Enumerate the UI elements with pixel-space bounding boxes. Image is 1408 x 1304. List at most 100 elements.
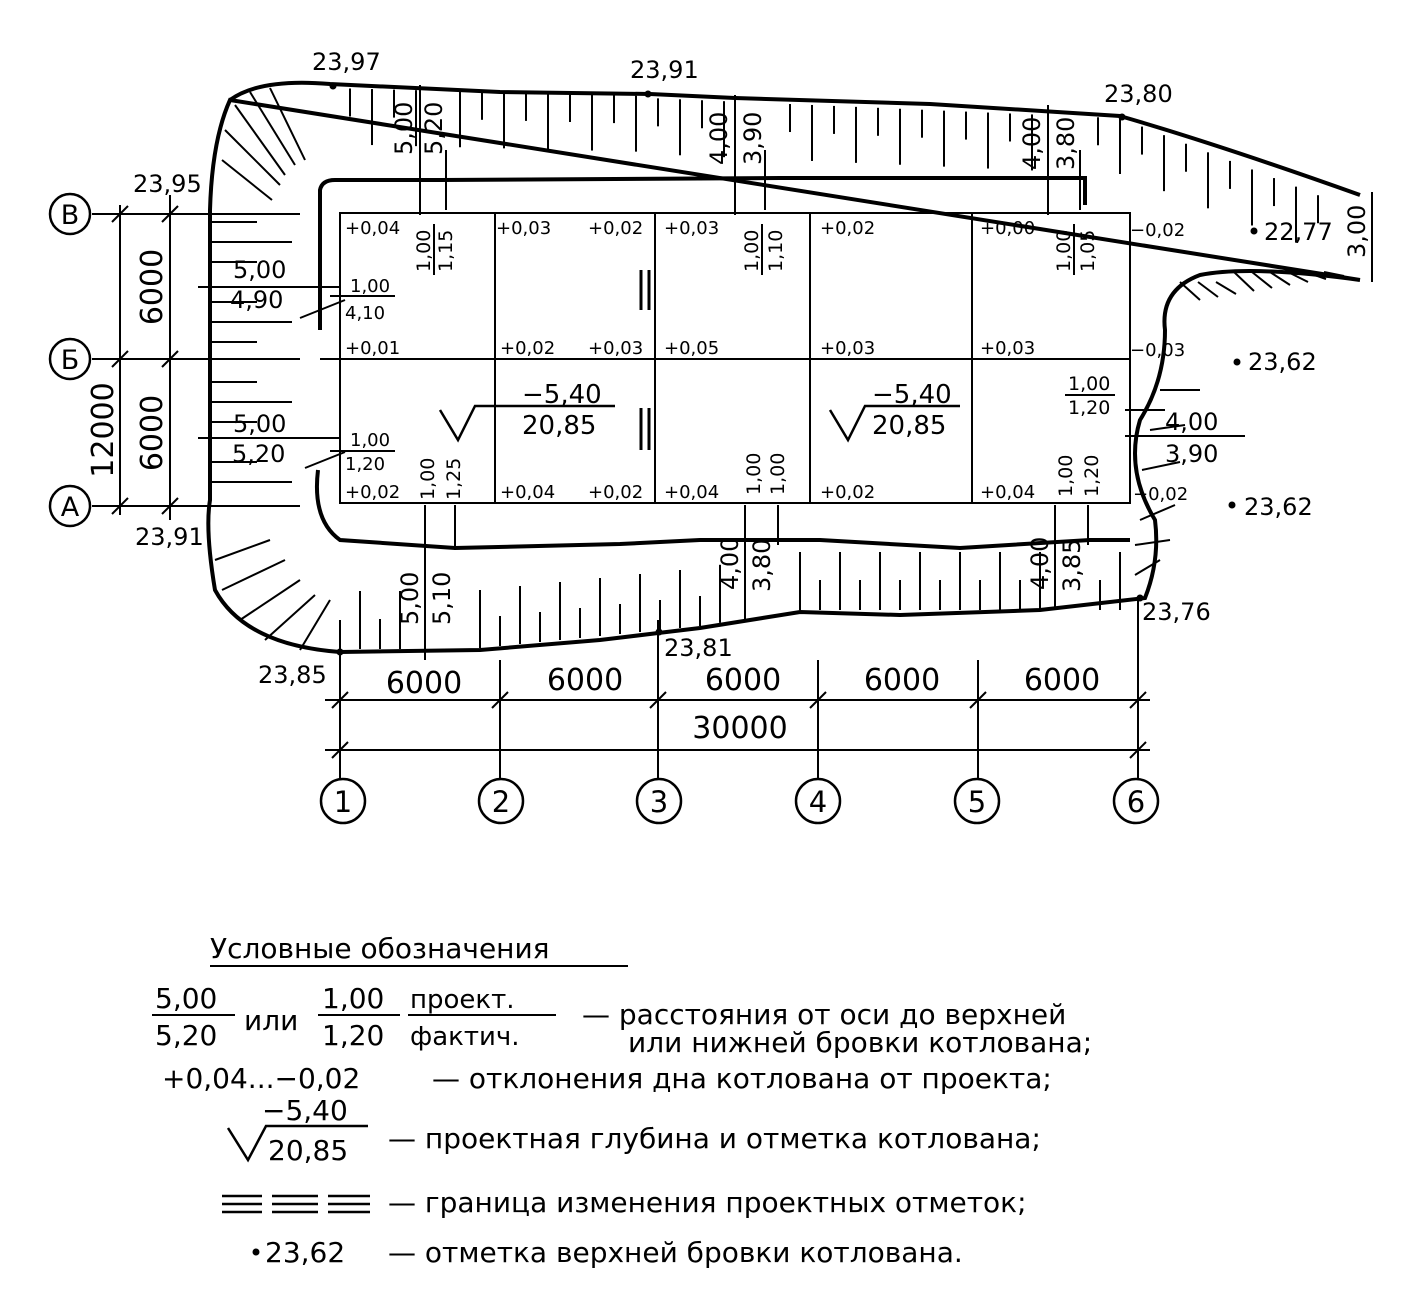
dev-a-4: +0,04 (664, 482, 719, 503)
slope-hatch-line (264, 594, 316, 641)
slope-hatch-line (1139, 504, 1176, 521)
dist-bottom-1-actual: 5,10 (428, 572, 456, 625)
slope-hatch-line (1287, 271, 1309, 283)
lower-brow-contour (315, 176, 1130, 551)
elev-23-91-left: 23,91 (135, 523, 204, 551)
dev-v-7: −0,02 (1130, 220, 1185, 241)
slope-hatch-line (249, 91, 296, 166)
right-distance-labels: 1,00 1,20 4,00 3,90 (1068, 373, 1218, 468)
dim-bottom-span-1: 6000 (386, 666, 462, 701)
vt1-design: 1,00 (413, 230, 435, 272)
bottom-distance-labels: 1,00 1,25 1,00 1,00 1,00 1,20 5,00 5,10 … (396, 453, 1103, 625)
legend-elev-sym: 23,62 (265, 1236, 345, 1269)
dev-v-4: +0,03 (664, 218, 719, 239)
column-dimension-labels: 6000 6000 6000 6000 6000 30000 (386, 663, 1100, 746)
top-distance-labels: 5,00 5,20 4,00 3,90 4,00 3,80 3,00 (390, 102, 1371, 258)
dev-b-6: +0,03 (980, 338, 1035, 359)
dist-top-2-design: 4,00 (705, 112, 733, 165)
dim-bottom-span-2: 6000 (547, 663, 623, 698)
column-axis-bubbles: 1 2 3 4 5 6 (319, 777, 1160, 825)
dim-left-6000-lower: 6000 (135, 395, 170, 471)
row-axis-v-label: В (61, 200, 80, 231)
top-distance-dims (419, 85, 1373, 282)
dev-a-6: +0,04 (980, 482, 1035, 503)
dev-b-4: +0,05 (664, 338, 719, 359)
dim-bottom-span-4: 6000 (864, 663, 940, 698)
dist-left-a-lower-design: 1,00 (350, 430, 390, 451)
legend-boundary-sym (222, 1194, 370, 1214)
legend-or: или (244, 1004, 298, 1037)
legend-row2-desc: — отклонения дна котлована от проекта; (432, 1062, 1052, 1095)
dist-right-outer-design: 4,00 (1165, 408, 1218, 436)
vb1-design: 1,00 (417, 458, 439, 500)
elev-23-81: 23,81 (664, 634, 733, 662)
row-axis-bubbles: В Б А (48, 192, 92, 528)
legend-frac1-num: 5,00 (155, 982, 217, 1015)
slope-hatch-line (1269, 271, 1291, 286)
elev-23-95: 23,95 (133, 170, 202, 198)
dim-left-6000-upper: 6000 (135, 249, 170, 325)
vb2-design: 1,00 (743, 453, 765, 495)
dist-top-2-actual: 3,90 (739, 112, 767, 165)
slope-hatch-line (224, 129, 281, 186)
left-distance-labels: 5,00 4,90 1,00 4,10 5,00 5,20 1,00 1,20 (230, 256, 390, 475)
dim-bottom-span-5: 6000 (1024, 663, 1100, 698)
dist-right-top: 3,00 (1343, 205, 1371, 258)
slope-hatching (212, 87, 1345, 651)
vb1-actual: 1,25 (443, 458, 465, 500)
dev-b-3: +0,03 (588, 338, 643, 359)
dev-a-2: +0,04 (500, 482, 555, 503)
slope-hatch-line (1323, 271, 1345, 277)
dist-bottom-2-design: 4,00 (716, 537, 744, 590)
dist-top-3-actual: 3,80 (1052, 117, 1080, 170)
col-axis-1-label: 1 (334, 785, 352, 819)
depth-mark-left-elev: 20,85 (522, 411, 596, 441)
vt2-design: 1,00 (741, 230, 763, 272)
legend-frac2-num: 1,00 (322, 982, 384, 1015)
dim-left-total: 12000 (86, 382, 121, 477)
slope-hatch-line (299, 599, 331, 651)
dev-v-2: +0,03 (496, 218, 551, 239)
vt3-actual: 1,05 (1077, 230, 1099, 272)
dist-left-a-upper-actual: 5,20 (232, 440, 285, 468)
vertical-fractions-top: 1,00 1,15 1,00 1,10 1,00 1,05 (413, 230, 1099, 272)
slope-hatch-line (221, 159, 273, 201)
dev-a-7: −0,02 (1133, 484, 1188, 505)
legend-row1-desc2: или нижней бровки котлована; (628, 1026, 1092, 1059)
slope-hatch-line (239, 579, 301, 621)
bottom-deviations: +0,04 +0,03 +0,02 +0,03 +0,02 +0,00 −0,0… (345, 218, 1188, 505)
top-brow-elevations: 23,97 23,91 23,80 23,95 22,77 23,62 23,6… (133, 48, 1333, 689)
legend-row3-desc: — проектная глубина и отметка котлована; (388, 1122, 1041, 1155)
dev-v-5: +0,02 (820, 218, 875, 239)
legend: Условные обозначения 5,00 5,20 или 1,00 … (152, 932, 1092, 1269)
slope-hatch-line (221, 559, 286, 591)
dist-left-v-upper-actual: 4,90 (230, 286, 283, 314)
row-axis-b-label: Б (61, 345, 80, 376)
dev-a-5: +0,02 (820, 482, 875, 503)
col-axis-2-label: 2 (492, 785, 510, 819)
dist-left-v-lower-actual: 4,10 (345, 303, 385, 324)
legend-title: Условные обозначения (210, 932, 550, 965)
dist-left-v-upper-design: 5,00 (233, 256, 286, 284)
legend-row5-desc: — отметка верхней бровки котлована. (388, 1236, 963, 1269)
depth-mark-left-depth: −5,40 (522, 380, 602, 410)
vb3-design: 1,00 (1055, 455, 1077, 497)
elev-23-80: 23,80 (1104, 80, 1173, 108)
elev-23-62-lower: 23,62 (1244, 493, 1313, 521)
legend-deviation-sym: +0,04...−0,02 (162, 1062, 360, 1095)
slope-hatch-line (234, 104, 286, 176)
col-axis-5-label: 5 (968, 785, 986, 819)
vt2-actual: 1,10 (765, 230, 787, 272)
slope-hatch-line (1305, 271, 1327, 280)
dist-top-1-actual: 5,20 (420, 102, 448, 155)
legend-frac2-den: 1,20 (322, 1019, 384, 1052)
elev-23-91-top: 23,91 (630, 56, 699, 84)
elev-23-76: 23,76 (1142, 598, 1211, 626)
slope-hatch-line (1134, 539, 1171, 546)
dev-a-1: +0,02 (345, 482, 400, 503)
elev-23-85: 23,85 (258, 661, 327, 689)
dev-v-1: +0,04 (345, 218, 400, 239)
dist-bottom-2-actual: 3,80 (748, 539, 776, 592)
slope-hatch-line (214, 539, 271, 561)
dist-top-3-design: 4,00 (1018, 117, 1046, 170)
